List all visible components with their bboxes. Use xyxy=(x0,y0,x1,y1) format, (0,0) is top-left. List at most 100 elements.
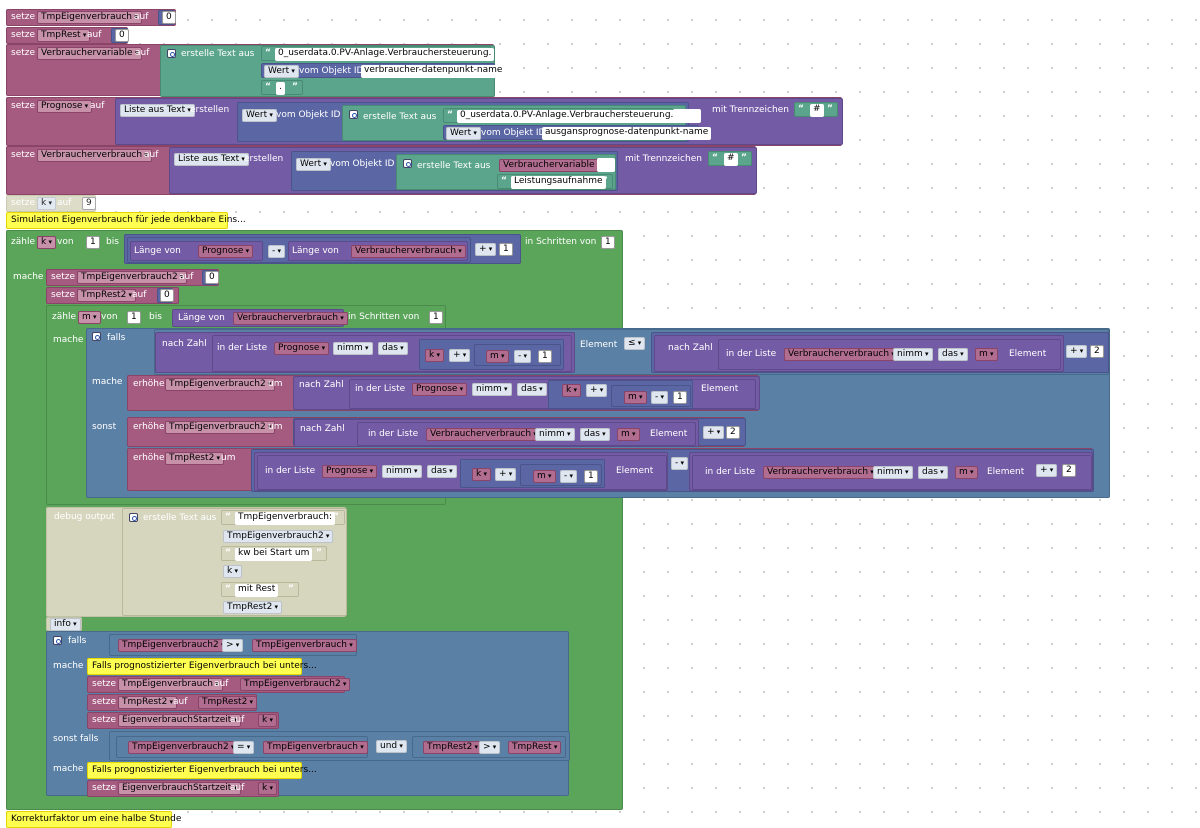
set-block-eigenverbrauchstartzeit[interactable]: setze EigenverbrauchStartzeit ▾ auf k ▾ xyxy=(87,780,279,797)
index-mode-dropdown[interactable]: das ▾ xyxy=(517,383,547,396)
var-dropdown[interactable]: Verbraucherverbrauch ▾ xyxy=(784,348,899,361)
number-value[interactable]: 1 xyxy=(499,243,513,256)
number-block[interactable]: 0 xyxy=(111,28,129,43)
increase-block-tmpeigenverbrauch2[interactable]: erhöhe TmpEigenverbrauch2 ▾ um nach Zahl… xyxy=(127,417,746,447)
operator-dropdown[interactable]: + ▾ xyxy=(1036,464,1058,477)
text-block[interactable]: “ 0_userdata.0.PV-Anlage.Verbrauchersteu… xyxy=(443,108,677,123)
take-dropdown[interactable]: nimm ▾ xyxy=(873,466,913,479)
length-of-block[interactable]: Länge von Verbraucherverbrauch ▾ xyxy=(288,241,468,261)
increase-block-tmprest2[interactable]: erhöhe TmpRest2 ▾ um in der Liste Progno… xyxy=(127,448,1094,492)
list-get-block[interactable]: in der Liste Prognose ▾ nimm ▾ das ▾ k ▾… xyxy=(254,452,668,491)
var-dropdown[interactable]: TmpRest2 ▾ xyxy=(198,696,258,709)
var-dropdown[interactable]: k ▾ xyxy=(37,236,56,249)
arith-block[interactable]: m ▾ - ▾ 1 xyxy=(611,385,691,407)
var-dropdown[interactable]: TmpEigenverbrauch ▾ xyxy=(118,678,223,691)
text-value[interactable]: mit Rest xyxy=(235,584,279,597)
list-from-text-block[interactable]: Liste aus Text ▾ erstellen Wert ▾ vom Ob… xyxy=(115,98,843,145)
set-block-tmpeigenverbrauch2[interactable]: setze TmpEigenverbrauch2 ▾ auf 0 xyxy=(46,269,219,286)
list-get-block[interactable]: in der Liste Verbraucherverbrauch ▾ nimm… xyxy=(689,452,1093,491)
index-mode-dropdown[interactable]: das ▾ xyxy=(580,428,610,441)
list-mode-dropdown[interactable]: Liste aus Text ▾ xyxy=(174,153,249,166)
arith-block[interactable]: k ▾ + ▾ m ▾ - ▾ 1 xyxy=(460,459,605,488)
var-dropdown[interactable]: TmpEigenverbrauch ▾ xyxy=(252,639,357,652)
text-value[interactable]: Leistungsaufnahme xyxy=(511,176,606,189)
list-get-inner[interactable]: in der Liste Verbraucherverbrauch ▾ nimm… xyxy=(357,422,696,446)
number-value[interactable]: 0 xyxy=(205,271,219,284)
number-value[interactable]: 0 xyxy=(160,289,174,302)
mutator-gear-icon[interactable] xyxy=(129,513,138,522)
var-dropdown[interactable]: TmpRest2 ▾ xyxy=(118,696,178,709)
create-text-block[interactable]: erstelle Text aus “ 0_userdata.0.PV-Anla… xyxy=(342,105,712,141)
var-dropdown[interactable]: k ▾ xyxy=(562,384,581,397)
number-value[interactable]: 1 xyxy=(538,350,552,363)
var-dropdown[interactable]: k ▾ xyxy=(425,349,444,362)
compare-operator-dropdown[interactable]: ≤ ▾ xyxy=(624,337,646,350)
operator-dropdown[interactable]: - ▾ xyxy=(560,470,577,483)
take-dropdown[interactable]: nimm ▾ xyxy=(472,383,512,396)
index-mode-dropdown[interactable]: das ▾ xyxy=(427,465,457,478)
var-dropdown[interactable]: k ▾ xyxy=(258,714,277,727)
value-dropdown[interactable]: Wert ▾ xyxy=(446,127,481,140)
logic-operator-dropdown[interactable]: und ▾ xyxy=(376,740,407,753)
compare-block[interactable]: nach Zahl in der Liste Prognose ▾ nimm ▾… xyxy=(154,329,1109,375)
number-value[interactable]: 1 xyxy=(584,470,598,483)
set-block-tmprest[interactable]: setze TmpRest ▾ auf 0 xyxy=(6,27,129,44)
comment-block-korrekturfaktor[interactable]: Korrekturfaktor um eine halbe Stunde xyxy=(6,811,181,828)
list-get-inner[interactable]: in der Liste Prognose ▾ nimm ▾ das ▾ k ▾… xyxy=(349,379,756,409)
list-get-inner[interactable]: in der Liste Verbraucherverbrauch ▾ nimm… xyxy=(692,455,1092,490)
set-block-k-disabled[interactable]: setze k ▾ auf 9 xyxy=(6,195,96,212)
var-dropdown[interactable]: TmpEigenverbrauch2 ▾ xyxy=(240,678,351,691)
var-dropdown[interactable]: k ▾ xyxy=(472,468,491,481)
count-loop-k[interactable]: zähle k ▾ von 1 bis Länge von Prognose ▾… xyxy=(6,230,623,810)
var-dropdown[interactable]: m ▾ xyxy=(975,348,998,361)
number-value[interactable]: 1 xyxy=(86,236,100,249)
arith-block[interactable]: in der Liste Prognose ▾ nimm ▾ das ▾ k ▾… xyxy=(251,449,1094,492)
create-text-block[interactable]: erstelle Text aus Verbrauchervariable ▾ … xyxy=(396,154,616,190)
operator-dropdown[interactable]: = ▾ xyxy=(233,741,255,754)
var-dropdown[interactable]: TmpRest2 ▾ xyxy=(423,741,483,754)
text-block[interactable]: “ # ” xyxy=(794,102,838,117)
arith-block[interactable]: Länge von Prognose ▾ - ▾ Länge von Verbr… xyxy=(127,237,471,263)
get-value-block[interactable]: Wert ▾ vom Objekt ID verbraucher-datenpu… xyxy=(261,63,506,78)
value-dropdown[interactable]: Wert ▾ xyxy=(242,109,277,122)
index-mode-dropdown[interactable]: das ▾ xyxy=(938,348,968,361)
value-dropdown[interactable]: Wert ▾ xyxy=(264,65,299,78)
comment-block-simulation[interactable]: Simulation Eigenverbrauch für jede denkb… xyxy=(6,212,246,229)
operator-dropdown[interactable]: + ▾ xyxy=(475,243,497,256)
var-dropdown[interactable]: Verbraucherverbrauch ▾ xyxy=(763,466,878,479)
list-get-block[interactable]: nach Zahl in der Liste Prognose ▾ nimm ▾… xyxy=(293,376,760,410)
get-value-block[interactable]: Wert ▾ vom Objekt ID ausgansprognose-dat… xyxy=(443,125,712,140)
take-dropdown[interactable]: nimm ▾ xyxy=(333,342,373,355)
var-dropdown[interactable]: TmpRest ▾ xyxy=(508,741,562,754)
var-dropdown[interactable]: Prognose ▾ xyxy=(37,100,93,113)
number-value[interactable]: 2 xyxy=(726,426,740,439)
list-get-inner[interactable]: in der Liste Prognose ▾ nimm ▾ das ▾ k ▾… xyxy=(212,335,572,372)
compare-block[interactable]: TmpEigenverbrauch2 ▾ > ▾ TmpEigenverbrau… xyxy=(109,634,357,656)
var-dropdown[interactable]: Verbraucherverbrauch ▾ xyxy=(37,149,152,162)
number-value[interactable]: 1 xyxy=(673,391,687,404)
operator-dropdown[interactable]: + ▾ xyxy=(1066,345,1088,358)
var-dropdown[interactable]: m ▾ xyxy=(533,470,556,483)
number-value[interactable]: 0 xyxy=(115,29,129,42)
mutator-gear-icon[interactable] xyxy=(349,110,358,119)
operator-dropdown[interactable]: > ▾ xyxy=(479,741,501,754)
var-dropdown[interactable]: EigenverbrauchStartzeit ▾ xyxy=(118,714,242,727)
text-block[interactable]: “ TmpEigenverbrauch: ” xyxy=(221,510,345,525)
var-dropdown[interactable]: TmpEigenverbrauch2 ▾ xyxy=(223,530,334,543)
set-block-prognose[interactable]: setze Prognose ▾ auf Liste aus Text ▾ er… xyxy=(6,97,843,146)
var-dropdown[interactable]: TmpEigenverbrauch2 ▾ xyxy=(118,639,229,652)
number-value[interactable]: 2 xyxy=(1090,345,1104,358)
var-dropdown[interactable]: Prognose ▾ xyxy=(322,465,378,478)
set-block-tmpeigenverbrauch[interactable]: setze TmpEigenverbrauch ▾ auf 0 xyxy=(6,9,176,26)
get-value-block[interactable]: Wert ▾ vom Objekt ID erstelle Text aus V… xyxy=(291,151,618,191)
var-dropdown[interactable]: m ▾ xyxy=(486,350,509,363)
empty-input-socket[interactable] xyxy=(673,109,701,123)
operator-dropdown[interactable]: + ▾ xyxy=(449,349,471,362)
comment-block-falls2[interactable]: Falls prognostizierter Eigenverbrauch be… xyxy=(87,762,317,779)
and-block[interactable]: TmpEigenverbrauch2 ▾ = ▾ TmpEigenverbrau… xyxy=(109,731,570,761)
text-block[interactable]: “ mit Rest ” xyxy=(221,582,299,597)
number-block[interactable]: 0 xyxy=(202,270,219,285)
var-dropdown[interactable]: Prognose ▾ xyxy=(198,245,254,258)
mutator-gear-icon[interactable] xyxy=(403,159,412,168)
